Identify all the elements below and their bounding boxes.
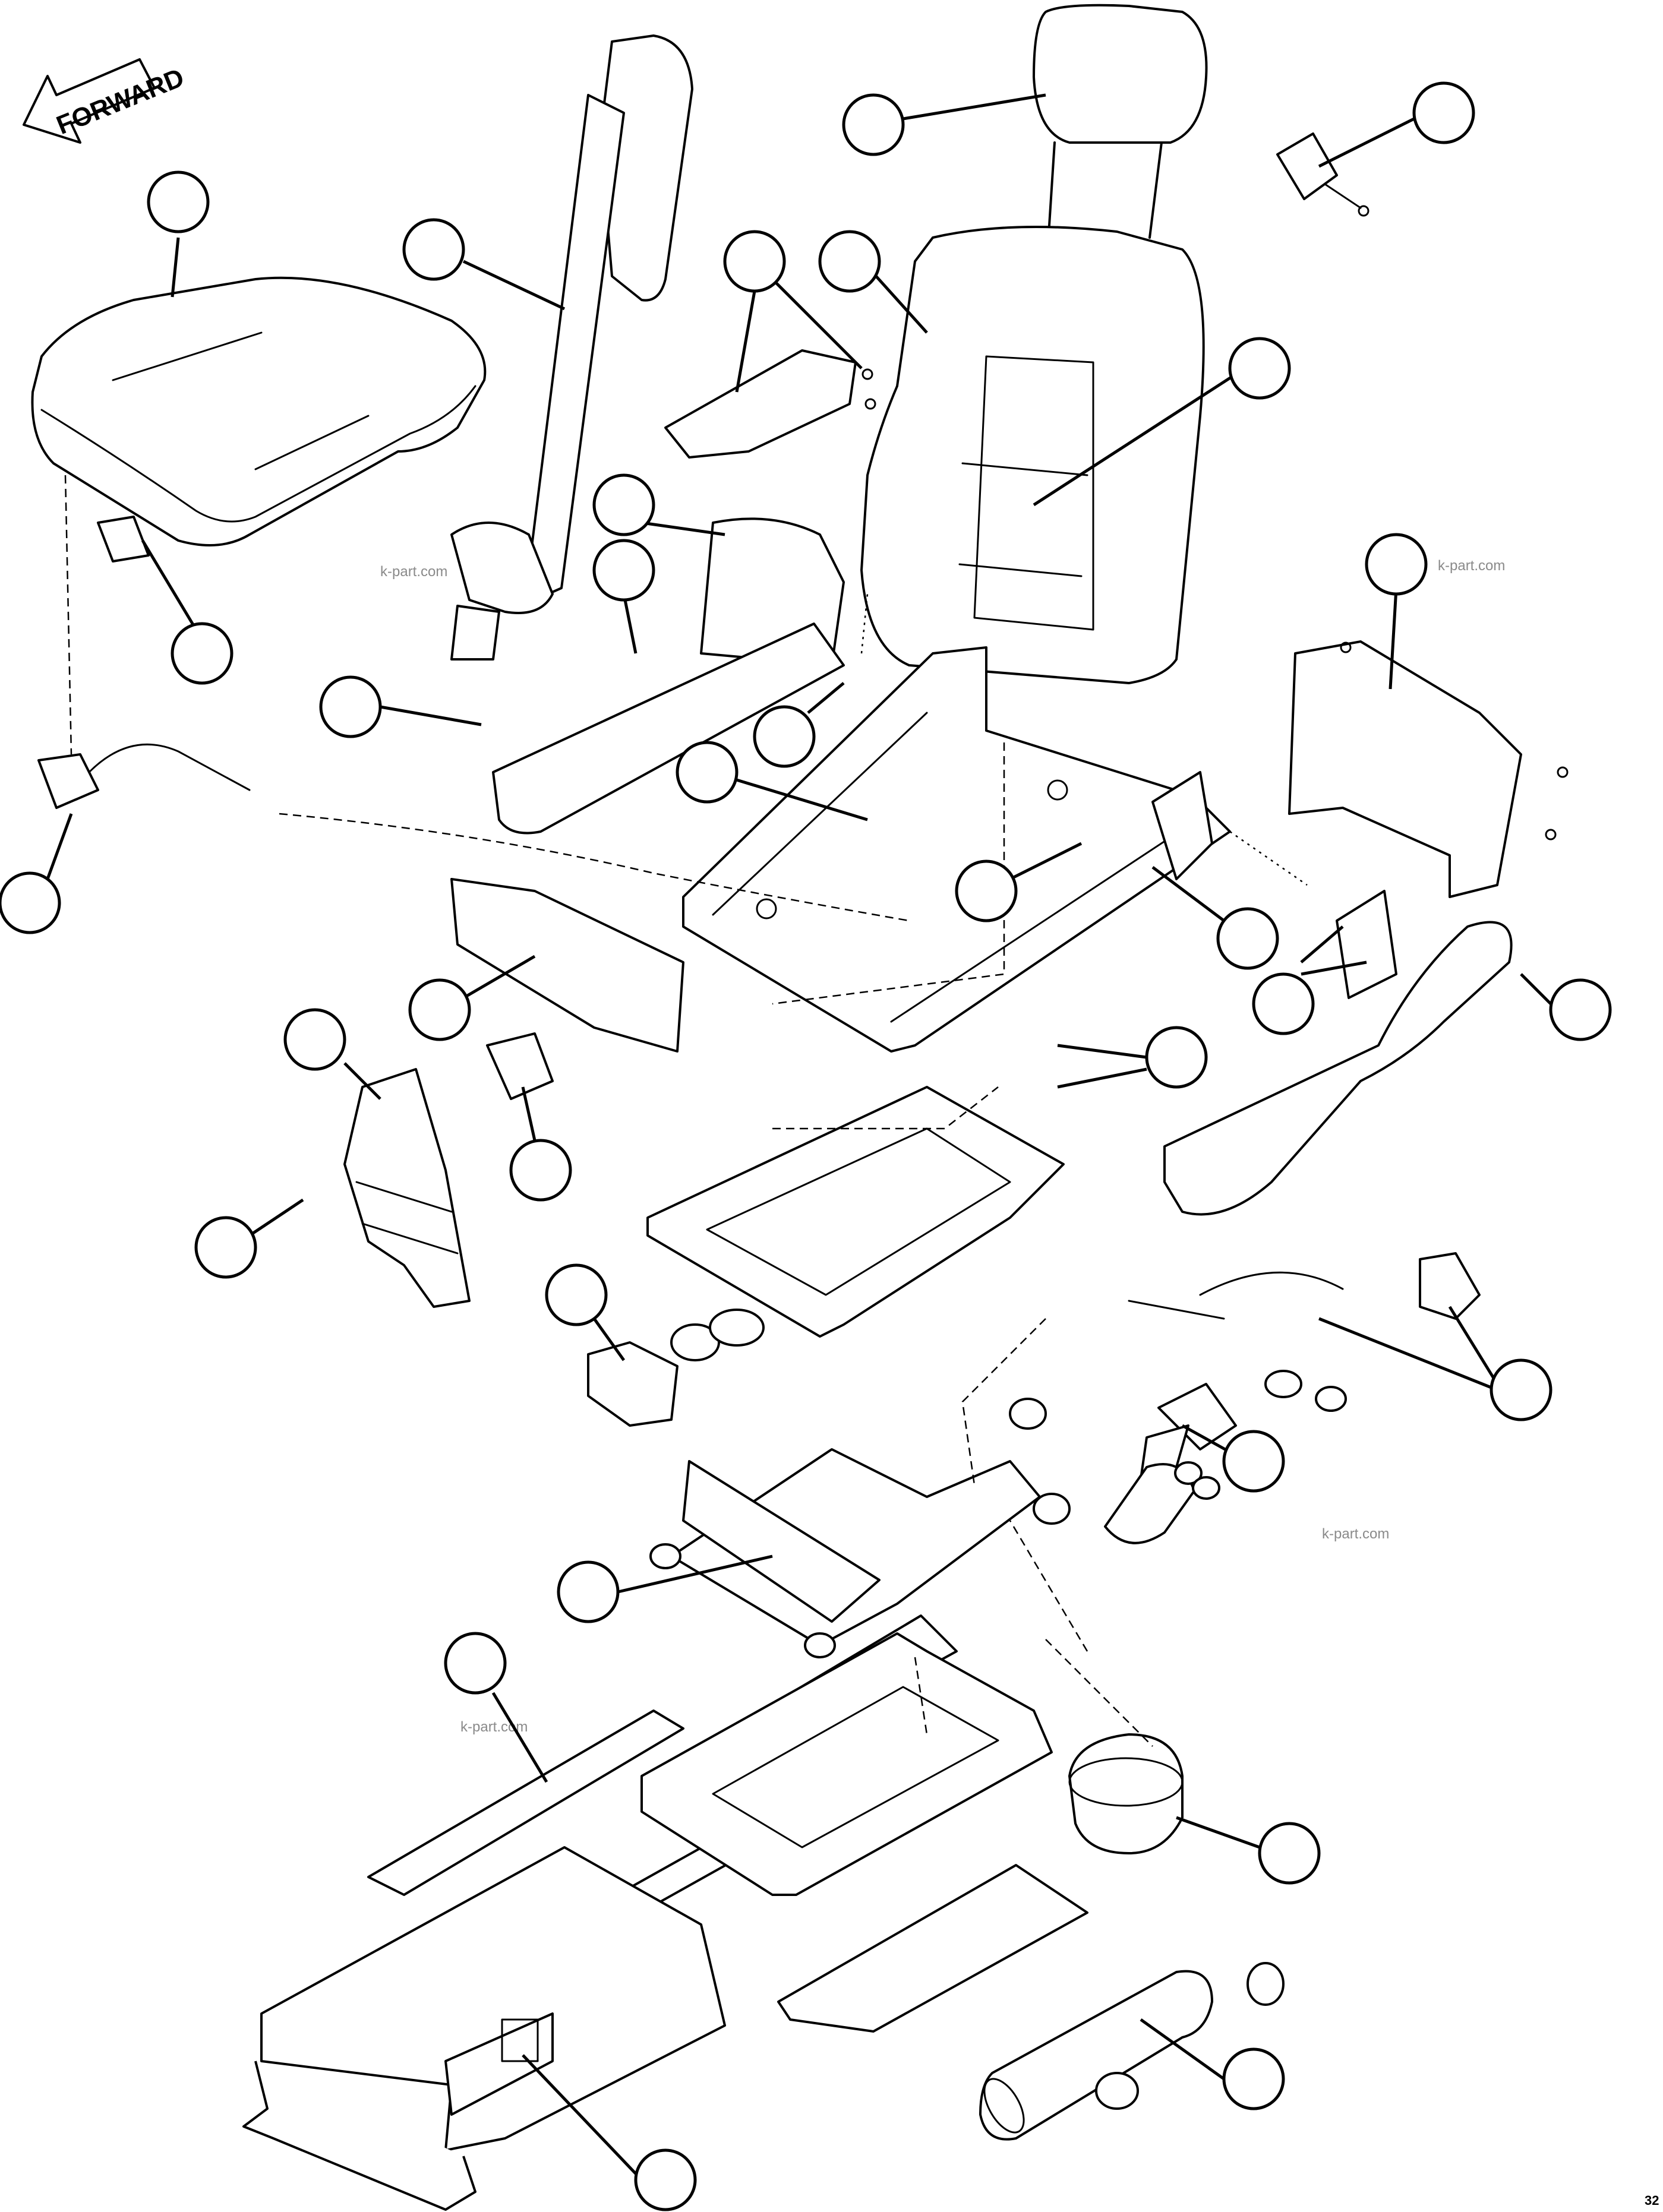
headrest [1033, 4, 1208, 239]
watermark-1: k-part.com [380, 564, 447, 580]
air-bellows [1068, 1733, 1184, 1854]
callout-back-panel [1365, 533, 1428, 690]
air-tank [979, 1970, 1213, 2141]
side-trim [343, 1068, 471, 1308]
callout-rear-cover [408, 955, 536, 1041]
callout-shoulder-belt [402, 218, 566, 311]
callout-upper-frame [676, 741, 868, 821]
callout-switch [319, 675, 482, 738]
callout-trim-grille [283, 1008, 381, 1100]
side-trim [1199, 1252, 1481, 1320]
corner-code: 32 [1645, 2193, 1659, 2208]
callout-shock-bracket [1318, 1306, 1552, 1421]
switch-box [444, 2012, 554, 2116]
assembly-guides [64, 475, 1308, 1747]
base-frame [640, 1632, 1053, 1896]
callout-screw [194, 1198, 304, 1279]
callout-switch-box [522, 2054, 697, 2211]
callout-side-shield [592, 473, 725, 536]
callout-recliner [955, 842, 1083, 922]
forward-arrow: FORWARD [23, 58, 188, 144]
shoulder-belt-retractor [450, 34, 693, 661]
callout-scissor [557, 1554, 773, 1623]
callout-backrest-bracket [723, 230, 863, 393]
seat-cushion [31, 276, 487, 546]
callout-back-panel-inner [1033, 337, 1291, 507]
callout-cushion-release [141, 539, 233, 685]
callout-slide-rails [444, 1632, 548, 1783]
callout-seat-cushion [147, 170, 210, 298]
callout-air-spring-damper [545, 1263, 626, 1361]
callout-side-trim-right [1520, 973, 1612, 1041]
backrest [860, 226, 1205, 684]
cushion-release-handle [97, 516, 150, 563]
callout-hinge [753, 682, 845, 768]
rear-cover [450, 878, 684, 1100]
cable-release [37, 743, 910, 922]
lower-frame [646, 1086, 1065, 1338]
callout-recliner-lever [1151, 866, 1279, 970]
watermark-2: k-part.com [1438, 558, 1505, 574]
scissor-mechanism [649, 1398, 1071, 1658]
backrest-bracket [664, 349, 876, 459]
mounting-plate [242, 1846, 726, 2211]
callouts [0, 81, 1612, 2211]
air-spring-damper [587, 1309, 765, 1427]
watermark-3: k-part.com [1322, 1526, 1389, 1542]
back-panel [1288, 640, 1569, 898]
tank-clamps [1095, 1962, 1285, 2110]
callout-cable-release [0, 813, 73, 934]
buckle [1276, 132, 1369, 217]
recliner-lever [1151, 771, 1397, 999]
mounting-plate [777, 1864, 1088, 2033]
callout-air-tank [1140, 2018, 1285, 2110]
callout-air-bellows [1176, 1816, 1321, 1885]
callout-recliner-spring [1252, 925, 1367, 1035]
side-shield [492, 517, 845, 835]
callout-headrest [842, 93, 1046, 156]
callout-latch [592, 539, 655, 654]
upper-frame [682, 646, 1231, 1053]
callout-bracket-right [1057, 1026, 1208, 1089]
side-trim [1163, 921, 1513, 1216]
shock-absorber [1104, 1300, 1347, 1544]
callout-buckle [1318, 81, 1475, 168]
callout-backrest [818, 230, 928, 334]
callout-handle-switch [509, 1086, 572, 1202]
callout-shock-absorber [1181, 1424, 1285, 1493]
